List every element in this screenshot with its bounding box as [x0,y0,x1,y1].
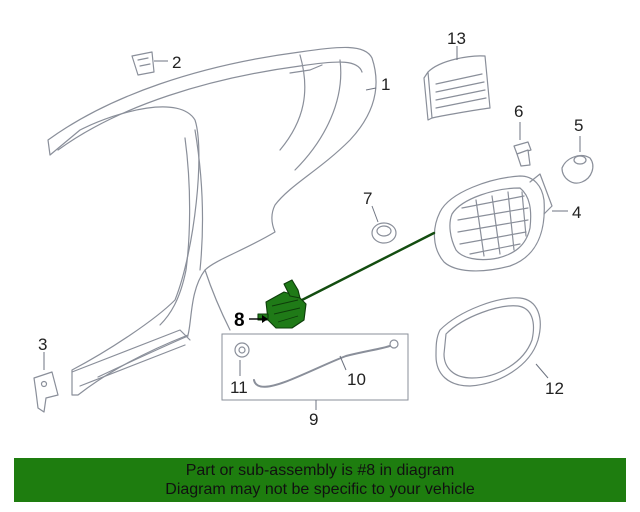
parts-diagram: 1 2 3 13 6 5 7 [33,29,594,429]
part-7-cap[interactable] [371,222,397,244]
part-11-clip[interactable] [234,342,250,358]
part-2-bracket[interactable] [131,51,155,76]
callout-10: 10 [347,370,366,389]
callout-3: 3 [38,335,47,354]
info-banner: Part or sub-assembly is #8 in diagram Di… [14,458,626,502]
part-10-cable[interactable] [253,339,399,388]
part-9-kit-box [221,333,409,401]
banner-line-1: Part or sub-assembly is #8 in diagram [185,462,455,479]
part-5-grommet[interactable] [561,155,594,184]
part-3-bracket[interactable] [33,371,59,413]
callout-12: 12 [545,379,564,398]
part-8-actuator[interactable] [257,231,436,329]
part-13-vent[interactable] [423,55,491,121]
callout-6: 6 [514,102,523,121]
banner-line-2: Diagram may not be specific to your vehi… [165,481,475,498]
part-1-quarter-panel[interactable] [47,46,377,396]
callout-1: 1 [381,75,390,94]
callout-8: 8 [234,310,245,331]
callout-2: 2 [172,53,181,72]
part-6-plug[interactable] [513,141,532,167]
callout-11: 11 [230,378,248,397]
callout-13: 13 [447,29,466,48]
part-12-fuel-door[interactable] [435,297,541,387]
callout-4: 4 [572,203,581,222]
callout-7: 7 [363,189,372,208]
callout-9: 9 [309,410,318,429]
callout-5: 5 [574,116,583,135]
part-4-filler-housing[interactable] [433,173,553,272]
